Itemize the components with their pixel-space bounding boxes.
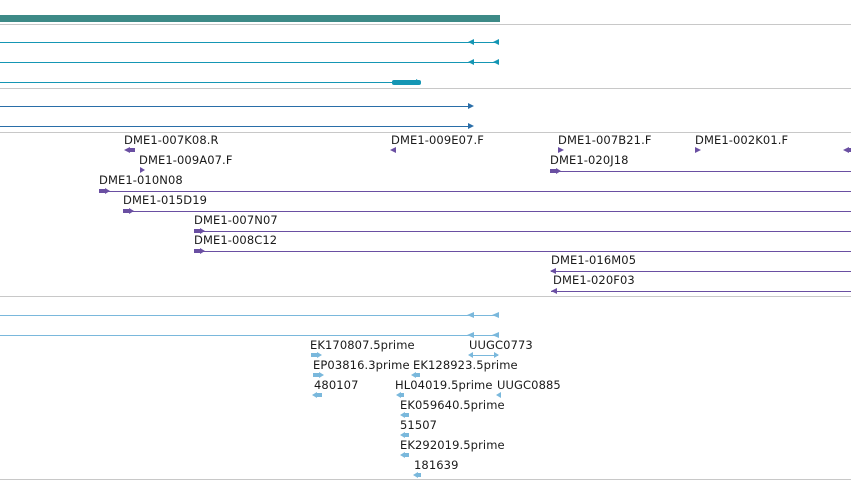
- clone-label[interactable]: DME1-015D19: [123, 193, 208, 207]
- clone-mark: [194, 229, 200, 233]
- clone-span-line[interactable]: [124, 211, 851, 212]
- right-arrow-icon: [556, 168, 561, 174]
- track-divider: [0, 24, 851, 25]
- right-arrow-icon: [105, 188, 110, 194]
- est-line[interactable]: [0, 315, 498, 316]
- left-arrow-icon: [496, 392, 501, 398]
- left-arrow-icon: [124, 147, 130, 153]
- right-arrow-icon: [468, 103, 474, 109]
- gene-exon-bar[interactable]: [0, 15, 500, 22]
- clone-mark: [99, 189, 105, 193]
- left-arrow-icon: [400, 412, 405, 418]
- est-label[interactable]: EK292019.5prime: [400, 438, 505, 452]
- right-arrow-icon: [200, 228, 205, 234]
- left-arrow-icon: [390, 147, 396, 153]
- clone-span-line[interactable]: [194, 231, 851, 232]
- left-arrow-icon: [400, 432, 405, 438]
- clone-label[interactable]: DME1-007N07: [194, 213, 278, 227]
- left-arrow-icon: [413, 472, 418, 478]
- left-arrow-icon: [492, 312, 499, 318]
- left-arrow-icon: [312, 392, 317, 398]
- est-span-line[interactable]: [470, 355, 498, 356]
- clone-label[interactable]: DME1-008C12: [194, 233, 278, 247]
- left-arrow-icon: [400, 452, 405, 458]
- est-mark: [405, 413, 409, 417]
- est-label[interactable]: EK059640.5prime: [400, 398, 505, 412]
- feature-line[interactable]: [0, 126, 472, 127]
- right-arrow-icon: [319, 372, 324, 378]
- track-divider: [0, 88, 851, 89]
- left-arrow-icon: [411, 372, 416, 378]
- left-arrow-icon: [468, 39, 474, 45]
- est-mark: [405, 453, 409, 457]
- clone-span-line[interactable]: [194, 251, 851, 252]
- est-mark: [401, 393, 404, 397]
- est-line[interactable]: [0, 335, 498, 336]
- transcript-line[interactable]: [0, 42, 498, 43]
- est-label[interactable]: EK170807.5prime: [310, 338, 415, 352]
- left-arrow-icon: [550, 268, 556, 274]
- clone-label[interactable]: DME1-007B21.F: [558, 133, 652, 147]
- feature-line[interactable]: [0, 106, 472, 107]
- right-arrow-icon: [317, 352, 322, 358]
- right-arrow-icon: [129, 208, 134, 214]
- transcript-exon[interactable]: [392, 80, 421, 85]
- left-arrow-icon: [467, 332, 474, 338]
- est-label[interactable]: 181639: [414, 458, 459, 472]
- clone-mark: [849, 148, 851, 152]
- clone-label[interactable]: DME1-009A07.F: [139, 153, 233, 167]
- transcript-line[interactable]: [0, 62, 498, 63]
- est-mark: [313, 373, 319, 377]
- clone-label[interactable]: DME1-009E07.F: [391, 133, 484, 147]
- left-arrow-icon: [551, 288, 557, 294]
- clone-label[interactable]: DME1-016M05: [551, 253, 637, 267]
- est-mark: [311, 353, 317, 357]
- left-arrow-icon: [492, 332, 499, 338]
- right-arrow-icon: [494, 352, 499, 358]
- clone-span-line[interactable]: [550, 171, 851, 172]
- clone-span-line[interactable]: [100, 191, 851, 192]
- clone-label[interactable]: DME1-020F03: [553, 273, 635, 287]
- right-arrow-icon: [695, 147, 701, 153]
- est-label[interactable]: EK128923.5prime: [413, 358, 518, 372]
- left-arrow-icon: [468, 59, 474, 65]
- left-arrow-icon: [396, 392, 401, 398]
- est-label[interactable]: 51507: [400, 418, 438, 432]
- est-mark: [405, 433, 409, 437]
- clone-label[interactable]: DME1-007K08.R: [124, 133, 219, 147]
- track-divider: [0, 132, 851, 133]
- right-arrow-icon: [140, 167, 145, 173]
- clone-label[interactable]: DME1-010N08: [99, 173, 183, 187]
- right-arrow-icon: [468, 123, 474, 129]
- left-arrow-icon: [468, 352, 473, 358]
- est-label[interactable]: HL04019.5prime: [395, 378, 493, 392]
- clone-mark: [123, 209, 129, 213]
- left-arrow-icon: [493, 59, 499, 65]
- clone-mark: [550, 169, 556, 173]
- clone-mark: [194, 249, 200, 253]
- est-label[interactable]: UUGC0773: [469, 338, 533, 352]
- est-label[interactable]: UUGC0885: [497, 378, 561, 392]
- right-arrow-icon: [416, 79, 421, 85]
- clone-mark: [130, 148, 135, 152]
- est-label[interactable]: 480107: [314, 378, 359, 392]
- left-arrow-icon: [467, 312, 474, 318]
- clone-span-line[interactable]: [551, 271, 851, 272]
- transcript-line[interactable]: [0, 82, 420, 83]
- left-arrow-icon: [843, 147, 849, 153]
- right-arrow-icon: [558, 147, 564, 153]
- est-label[interactable]: EP03816.3prime: [313, 358, 410, 372]
- est-mark: [416, 373, 420, 377]
- est-mark: [317, 393, 322, 397]
- clone-label[interactable]: DME1-002K01.F: [695, 133, 789, 147]
- clone-label[interactable]: DME1-020J18: [550, 153, 629, 167]
- est-mark: [418, 473, 421, 477]
- clone-span-line[interactable]: [551, 291, 851, 292]
- right-arrow-icon: [200, 248, 205, 254]
- track-divider: [0, 296, 851, 297]
- left-arrow-icon: [493, 39, 499, 45]
